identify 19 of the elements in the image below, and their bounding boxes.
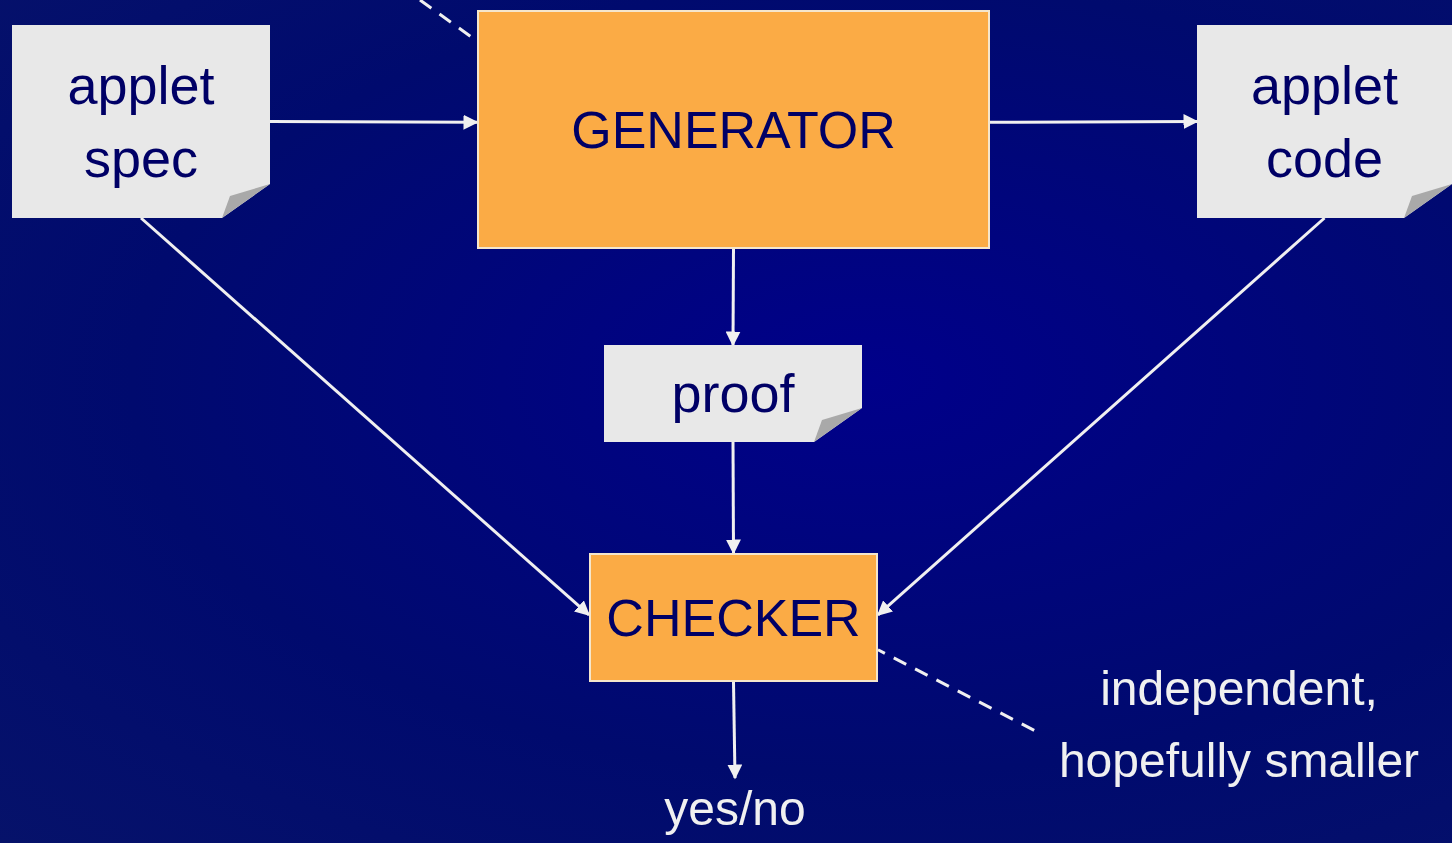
document-label: applet spec — [66, 53, 216, 190]
result-text: yes/no — [640, 778, 830, 840]
process-label: GENERATOR — [571, 103, 896, 156]
document-shape — [604, 345, 862, 442]
arrow — [727, 681, 743, 780]
document-shape — [12, 25, 270, 218]
arrow — [725, 249, 741, 347]
process-box — [589, 553, 878, 682]
arrow — [140, 216, 591, 617]
process-label: CHECKER — [606, 591, 861, 644]
result-text: independent, hopefully smaller — [1030, 652, 1448, 797]
document-shape — [1197, 25, 1452, 218]
arrow — [725, 442, 741, 555]
arrow — [990, 114, 1199, 130]
arrow — [270, 114, 479, 130]
document-label: proof — [671, 362, 795, 426]
document-label: applet code — [1249, 53, 1400, 190]
process-box — [477, 10, 990, 249]
leader-line — [877, 648, 1035, 732]
